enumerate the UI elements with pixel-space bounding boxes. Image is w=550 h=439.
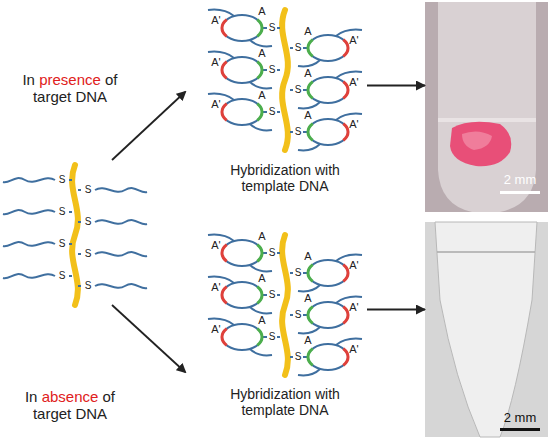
gel-photo [425,2,548,212]
word: DNA [75,405,107,422]
sequence-label: A' [349,76,358,89]
reaction-arrow [112,92,185,160]
disulfide-label: S [85,248,92,260]
structure-panel: Hybridization with template DNA [195,232,367,427]
word: In [22,71,35,88]
disulfide-label: S [269,247,276,259]
sequence-label: A' [211,239,220,252]
sequence-label: A [258,5,265,18]
sequence-label: A [258,314,265,327]
photo-panel: 2 mm [425,2,548,212]
sequence-label: A [304,25,311,38]
disulfide-label: S [269,106,276,118]
word: absence [42,388,99,405]
word: DNA [75,88,107,105]
disulfide-label: S [85,184,92,196]
sequence-label: A [304,67,311,80]
sequence-label: A' [211,281,220,294]
disulfide-label: S [269,22,276,34]
disulfide-label: S [295,42,302,54]
disulfide-label: S [59,206,66,218]
condition-label: In presence of target DNA [10,71,130,106]
node-text: 2 mm [504,411,537,426]
sequence-label: A' [349,34,358,47]
condition-label: In absence of target DNA [10,388,130,423]
process-arrow [367,85,425,87]
sequence-label: A [258,89,265,102]
sequence-label: A' [349,343,358,356]
sequence-label: A' [349,118,358,131]
sequence-label: A' [349,259,358,272]
disulfide-label: S [85,216,92,228]
sequence-label: A [304,109,311,122]
word: presence [39,71,101,88]
sequence-label: A [258,47,265,60]
disulfide-label: S [59,270,66,282]
disulfide-label: S [295,309,302,321]
reaction-arrow [112,305,185,372]
structure-panel: Hybridization with template DNA [195,8,367,203]
disulfide-label: S [295,126,302,138]
hybridized-polymer [208,235,362,376]
disulfide-label: S [85,280,92,292]
sequence-label: A' [211,98,220,111]
disulfide-label: S [295,84,302,96]
word: target [33,405,71,422]
word: In [25,388,38,405]
sequence-label: A [304,250,311,263]
node-text: 2 mm [504,173,537,188]
sequence-label: A [304,292,311,305]
sequence-label: A' [211,14,220,27]
word: of [105,71,118,88]
disulfide-label: S [269,289,276,301]
hybridized-polymer [208,10,362,151]
node-text: Hybridization with template DNA [210,162,360,194]
disulfide-label: S [59,174,66,186]
sequence-label: A' [211,323,220,336]
dna-strands [3,178,147,288]
word: of [103,388,116,405]
disulfide-label: S [295,267,302,279]
disulfide-label: S [295,351,302,363]
photo-panel: 2 mm [425,222,548,437]
node-text: Hybridization with template DNA [210,386,360,418]
sequence-label: A [258,272,265,285]
process-arrow [367,309,425,311]
word: target [33,88,71,105]
sequence-label: A [304,334,311,347]
polymer-backbone [72,165,78,305]
sequence-label: A' [211,56,220,69]
sequence-label: A [258,230,265,243]
disulfide-label: S [269,64,276,76]
disulfide-label: S [59,238,66,250]
disulfide-label: S [269,331,276,343]
solution-photo [425,222,548,437]
sequence-label: A' [349,301,358,314]
